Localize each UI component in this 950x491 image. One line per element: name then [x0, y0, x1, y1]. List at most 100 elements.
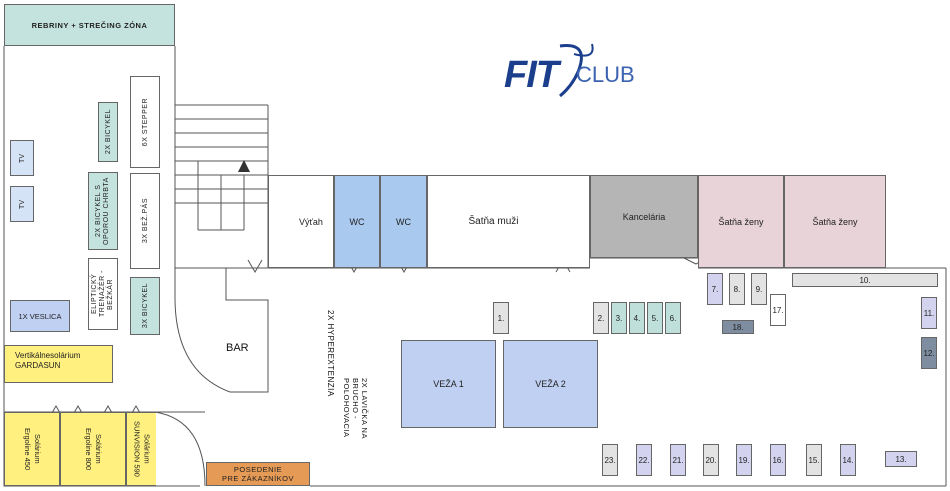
machine-6: 6.	[665, 302, 681, 334]
vertical-solarium: Vertikálnesolárium GARDASUN	[4, 345, 113, 383]
machine-18-label: 18.	[732, 322, 744, 332]
bikes-3x: 3X BICYKEL	[130, 277, 160, 335]
men-locker-room: Šatňa muži	[427, 175, 590, 268]
bikes-back-support: 2X BICYKEL S OPOROU CHRBTA	[88, 172, 118, 250]
stair-arrow-icon	[238, 160, 250, 172]
machine-14: 14.	[840, 444, 856, 476]
machine-18: 18.	[722, 320, 754, 334]
machine-6-label: 6.	[669, 313, 677, 323]
bikes-back-support-label: 2X BICYKEL S OPOROU CHRBTA	[95, 177, 110, 245]
machine-20: 20.	[703, 444, 719, 476]
machine-4-label: 4.	[633, 313, 641, 323]
hyperextension-label: 2X HYPEREXTENZIA	[326, 310, 335, 397]
machine-17: 17.	[770, 294, 786, 326]
customer-lounge: POSEDENIE PRE ZÁKAZNÍKOV	[206, 462, 310, 486]
machine-16-label: 16.	[772, 455, 784, 465]
machine-19-label: 19.	[738, 455, 750, 465]
women-locker-room-2: Šatňa ženy	[784, 175, 886, 268]
tv-1: TV	[10, 140, 34, 176]
logo-club-text: CLUB	[576, 62, 635, 87]
wc-2: WC	[380, 175, 427, 268]
tower-2: VEŽA 2	[503, 340, 598, 428]
machine-21-label: 21.	[672, 455, 684, 465]
machine-19: 19.	[736, 444, 752, 476]
machine-7: 7.	[707, 273, 723, 305]
women-locker-room-2-label: Šatňa ženy	[812, 216, 858, 227]
women-locker-room-1: Šatňa ženy	[698, 175, 784, 268]
stretch-zone-label: REBRINY + STREČING ZÓNA	[31, 20, 148, 30]
stepper-6x-label: 6X STEPPER	[141, 97, 149, 147]
machine-10: 10.	[792, 273, 938, 287]
solarium-sunvision-590-line2: SUNVISION 590	[132, 421, 142, 477]
wc-2-label: WC	[396, 216, 411, 227]
machine-12: 12.	[921, 337, 937, 369]
machine-5-label: 5.	[651, 313, 659, 323]
machine-13: 13.	[885, 451, 917, 467]
elevator: Výťah	[268, 175, 334, 268]
women-locker-room-1-label: Šatňa ženy	[718, 216, 764, 227]
solarium-ergoline-450-line1: Solárium	[33, 434, 42, 464]
machine-8-label: 8.	[733, 284, 741, 294]
elevator-label: Výťah	[299, 216, 323, 227]
machine-17-label: 17.	[772, 305, 784, 315]
customer-lounge-line2: PRE ZÁKAZNÍKOV	[221, 474, 294, 483]
men-locker-room-label: Šatňa muži	[468, 216, 519, 227]
rower-label: 1X VESLICA	[18, 311, 62, 321]
machine-16: 16.	[770, 444, 786, 476]
solarium-ergoline-450-line2: Ergoline 450	[23, 427, 32, 471]
logo-fit-text: FIT	[504, 54, 559, 96]
treadmill-3x-label: 3X BEŽ.PÁS	[141, 198, 149, 244]
customer-lounge-line1: POSEDENIE	[233, 465, 283, 474]
machine-1: 1.	[493, 302, 509, 334]
vertical-solarium-label: Vertikálnesolárium	[15, 351, 81, 360]
machine-3: 3.	[611, 302, 627, 334]
machine-15: 15.	[806, 444, 822, 476]
machine-2-label: 2.	[597, 313, 605, 323]
machine-10-label: 10.	[859, 275, 871, 285]
machine-23-label: 23.	[604, 455, 616, 465]
machine-4: 4.	[629, 302, 645, 334]
elliptical-label: ELIPTICKÝ TRENAŽÉR - BEŽKÁR	[91, 270, 114, 318]
stretch-zone: REBRINY + STREČING ZÓNA	[4, 4, 175, 46]
machine-5: 5.	[647, 302, 663, 334]
bikes-2x-label: 2X BICYKEL	[104, 109, 112, 155]
vertical-solarium-brand: GARDASUN	[15, 361, 61, 370]
tv-2: TV	[10, 186, 34, 222]
machine-12-label: 12.	[923, 348, 935, 358]
wc-1: WC	[334, 175, 380, 268]
machine-7-label: 7.	[711, 284, 719, 294]
machine-8: 8.	[729, 273, 745, 305]
machine-11-label: 11.	[923, 308, 935, 318]
tv-1-label: TV	[18, 153, 26, 163]
tv-2-label: TV	[18, 199, 26, 209]
elliptical: ELIPTICKÝ TRENAŽÉR - BEŽKÁR	[88, 258, 118, 330]
stepper-6x: 6X STEPPER	[130, 76, 160, 168]
fit-club-logo-graphic	[559, 43, 594, 98]
machine-20-label: 20.	[705, 455, 717, 465]
fit-club-logo: FIT CLUB	[500, 42, 650, 102]
bar-label: BAR	[226, 342, 249, 354]
machine-21: 21.	[670, 444, 686, 476]
tower-1: VEŽA 1	[401, 340, 496, 428]
machine-2: 2.	[593, 302, 609, 334]
solarium-sunvision-590-line1: Solárium	[142, 434, 152, 464]
machine-9: 9.	[751, 273, 767, 305]
rower: 1X VESLICA	[10, 300, 70, 332]
machine-22: 22.	[636, 444, 652, 476]
machine-14-label: 14.	[842, 455, 854, 465]
solarium-ergoline-800-line1: Solárium	[94, 434, 103, 464]
office-label: Kancelária	[622, 211, 666, 222]
tower-2-label: VEŽA 2	[535, 379, 566, 389]
office: Kancelária	[590, 175, 698, 258]
tower-1-label: VEŽA 1	[433, 379, 464, 389]
bikes-3x-label: 3X BICYKEL	[141, 283, 149, 329]
solarium-ergoline-800-line2: Ergoline 800	[84, 427, 93, 471]
machine-22-label: 22.	[638, 455, 650, 465]
machine-11: 11.	[921, 297, 937, 329]
